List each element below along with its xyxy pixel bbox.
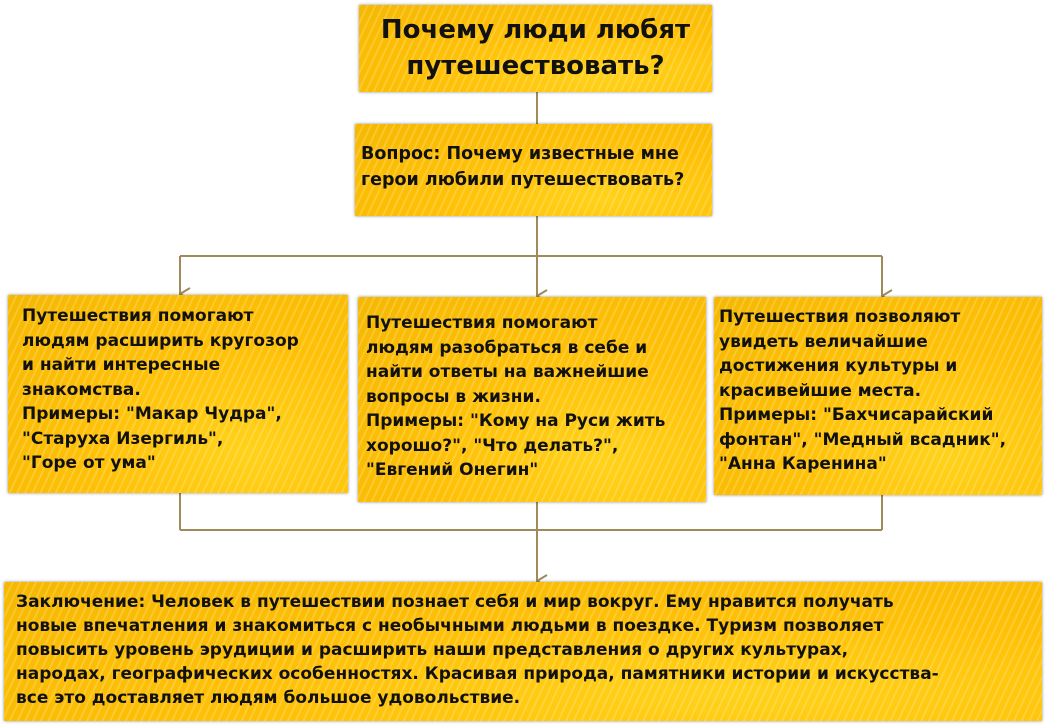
title-box: Почему люди любят путешествовать? bbox=[359, 5, 712, 92]
reason-box-self-discovery: Путешествия помогают людям разобраться в… bbox=[358, 297, 706, 502]
question-box: Вопрос: Почему известные мне герои любил… bbox=[355, 124, 712, 216]
conclusion-box: Заключение: Человек в путешествии познае… bbox=[4, 582, 1042, 721]
reason-box-broaden-horizons: Путешествия помогают людям расширить кру… bbox=[8, 295, 348, 493]
reason-box-culture-places: Путешествия позволяют увидеть величайшие… bbox=[714, 297, 1042, 495]
